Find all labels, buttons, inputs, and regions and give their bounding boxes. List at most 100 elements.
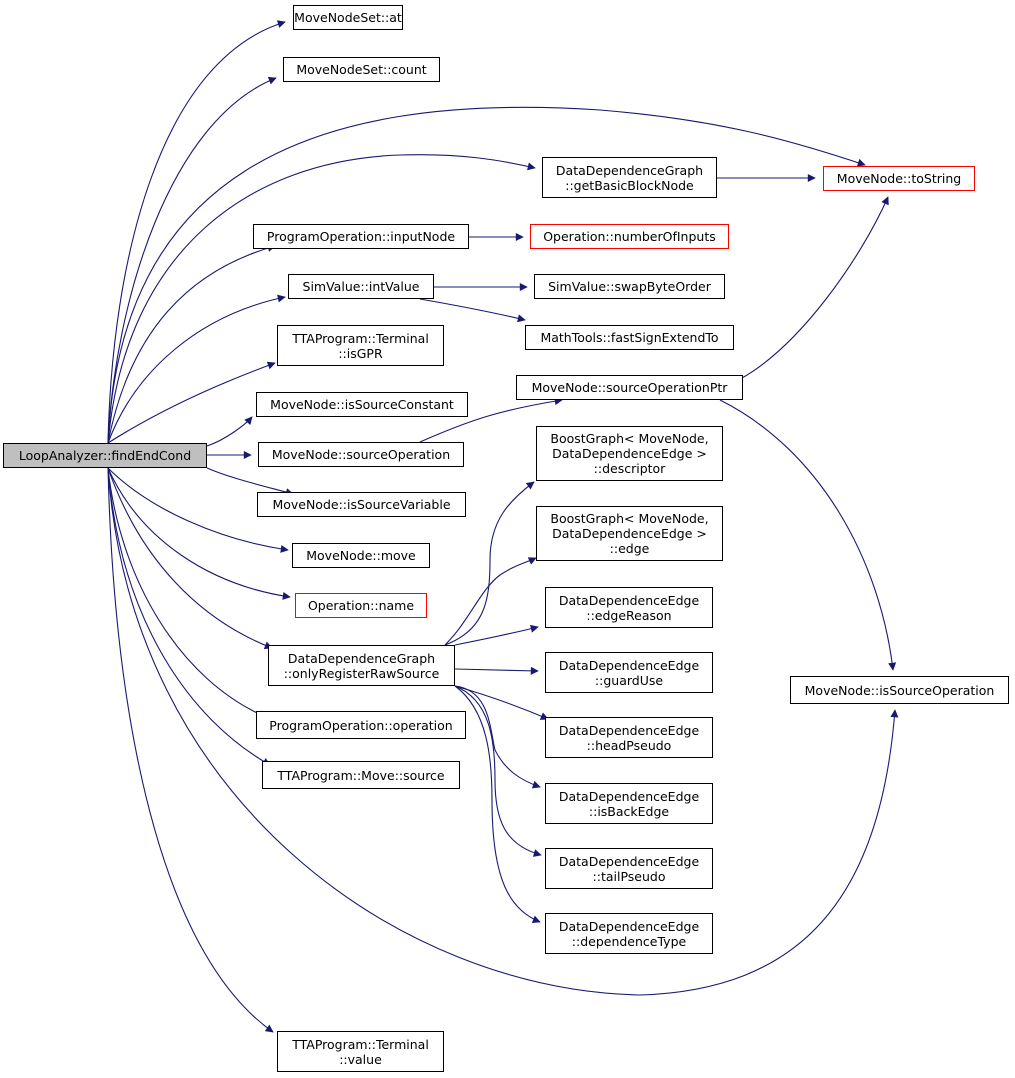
node-label: ::getBasicBlockNode bbox=[565, 177, 694, 193]
node-dde-edgereason[interactable]: DataDependenceEdge::edgeReason bbox=[545, 587, 713, 628]
node-terminal-value[interactable]: TTAProgram::Terminal::value bbox=[277, 1031, 444, 1072]
edge-ddg_onlyreg-to-dde_head bbox=[454, 685, 549, 720]
node-label: MoveNode::move bbox=[306, 548, 416, 563]
node-move-source[interactable]: TTAProgram::Move::source bbox=[262, 761, 460, 789]
node-label: ::isGPR bbox=[338, 345, 383, 361]
node-label: DataDependenceEdge bbox=[558, 853, 700, 869]
node-movenode-issourceoperation[interactable]: MoveNode::isSourceOperation bbox=[790, 676, 1009, 704]
node-dde-dependencetype[interactable]: DataDependenceEdge::dependenceType bbox=[545, 913, 713, 954]
node-label: ::descriptor bbox=[593, 461, 666, 476]
edge-root-to-term_value bbox=[107, 467, 274, 1033]
edge-ddg_onlyreg-to-dde_tail bbox=[454, 685, 542, 857]
node-label: MoveNode::toString bbox=[836, 171, 962, 186]
edge-ddg_onlyreg-to-dde_back bbox=[454, 685, 541, 789]
node-dde-guarduse[interactable]: DataDependenceEdge::guardUse bbox=[545, 652, 713, 693]
node-label: LoopAnalyzer::findEndCond bbox=[18, 448, 192, 463]
node-label: MoveNode::isSourceConstant bbox=[270, 397, 454, 412]
node-label: ::dependenceType bbox=[571, 933, 687, 949]
edge-root-to-move_source bbox=[107, 467, 271, 766]
node-label: SimValue::swapByteOrder bbox=[548, 279, 711, 294]
node-label: BoostGraph< MoveNode, bbox=[550, 431, 709, 446]
node-label: MoveNodeSet::count bbox=[296, 62, 427, 77]
node-ddg-onlyregisterrawsource[interactable]: DataDependenceGraph::onlyRegisterRawSour… bbox=[268, 645, 455, 686]
node-terminal-isgpr[interactable]: TTAProgram::Terminal::isGPR bbox=[277, 325, 444, 366]
edge-root-to-ddg_getbb bbox=[107, 154, 536, 444]
node-label: ::tailPseudo bbox=[592, 868, 666, 884]
node-movenodeset-count[interactable]: MoveNodeSet::count bbox=[283, 57, 440, 82]
node-movenode-tostring[interactable]: MoveNode::toString bbox=[823, 166, 975, 191]
node-label: ::isBackEdge bbox=[588, 803, 670, 819]
node-simvalue-swapbyteorder[interactable]: SimValue::swapByteOrder bbox=[534, 274, 725, 299]
node-label: MoveNode::isSourceOperation bbox=[804, 682, 995, 698]
edge-root-to-mns_count bbox=[107, 76, 277, 444]
node-label: Operation::numberOfInputs bbox=[543, 229, 716, 244]
node-label: MoveNode::sourceOperation bbox=[271, 447, 451, 462]
node-movenode-move[interactable]: MoveNode::move bbox=[292, 543, 430, 568]
edge-root-to-term_isgpr bbox=[107, 361, 276, 444]
edge-ddg_onlyreg-to-bg_desc bbox=[444, 481, 535, 646]
node-loopanalyzer-findendcond: LoopAnalyzer::findEndCond bbox=[3, 443, 207, 468]
node-label: DataDependenceEdge bbox=[558, 788, 700, 804]
node-label: MoveNode::sourceOperationPtr bbox=[531, 380, 728, 395]
node-label: ProgramOperation::inputNode bbox=[266, 229, 456, 244]
node-label: DataDependenceEdge > bbox=[552, 526, 707, 541]
node-dde-tailpseudo[interactable]: DataDependenceEdge::tailPseudo bbox=[545, 848, 713, 889]
node-label: ::onlyRegisterRawSource bbox=[283, 665, 440, 681]
edge-root-to-mn_issrcconst bbox=[206, 416, 253, 447]
edge-root-to-ddg_onlyreg bbox=[107, 467, 273, 650]
node-label: BoostGraph< MoveNode, bbox=[550, 511, 709, 526]
node-label: SimValue::intValue bbox=[302, 279, 420, 294]
edge-root-to-mn_issrcvar bbox=[206, 467, 294, 496]
node-dde-isbackedge[interactable]: DataDependenceEdge::isBackEdge bbox=[545, 783, 713, 824]
node-label: ::edge bbox=[609, 541, 650, 556]
node-boostgraph-descriptor[interactable]: BoostGraph< MoveNode,DataDependenceEdge … bbox=[536, 426, 723, 481]
node-label: Operation::name bbox=[307, 598, 415, 613]
node-label: MoveNode::isSourceVariable bbox=[272, 497, 451, 512]
node-label: DataDependenceGraph bbox=[555, 162, 704, 178]
node-label: MoveNodeSet::at bbox=[294, 10, 402, 25]
node-dde-headpseudo[interactable]: DataDependenceEdge::headPseudo bbox=[545, 717, 713, 758]
node-operation-name[interactable]: Operation::name bbox=[295, 593, 427, 618]
edge-ddg_onlyreg-to-dde_deptype bbox=[454, 685, 541, 924]
node-label: DataDependenceEdge bbox=[558, 592, 700, 608]
node-movenode-issourceconstant[interactable]: MoveNode::isSourceConstant bbox=[256, 392, 468, 417]
node-movenode-sourceoperation[interactable]: MoveNode::sourceOperation bbox=[258, 442, 464, 467]
edge-ddg_onlyreg-to-dde_reason bbox=[454, 624, 539, 646]
edge-root-to-mn_move bbox=[107, 467, 289, 553]
edge-sv_int-to-mt_fast bbox=[419, 298, 526, 323]
node-label: TTAProgram::Terminal bbox=[292, 1036, 429, 1052]
node-mathtools-fastsignextendto[interactable]: MathTools::fastSignExtendTo bbox=[525, 325, 734, 350]
edge-root-to-op_name bbox=[107, 467, 291, 600]
node-label: MathTools::fastSignExtendTo bbox=[540, 330, 719, 345]
node-label: ::headPseudo bbox=[586, 737, 672, 753]
node-label: DataDependenceGraph bbox=[287, 650, 436, 666]
node-label: ::guardUse bbox=[594, 672, 664, 688]
node-label: TTAProgram::Terminal bbox=[292, 330, 429, 346]
edge-mn_srcopptr-to-mn_tostring bbox=[741, 196, 889, 379]
node-operation-numberofinputs[interactable]: Operation::numberOfInputs bbox=[530, 224, 729, 249]
node-movenode-sourceoperationptr[interactable]: MoveNode::sourceOperationPtr bbox=[516, 375, 743, 400]
node-label: DataDependenceEdge bbox=[558, 722, 700, 738]
node-ddg-getbasicblocknode[interactable]: DataDependenceGraph::getBasicBlockNode bbox=[542, 157, 717, 198]
edge-root-to-mn_issrcop bbox=[107, 467, 899, 996]
node-movenodeset-at[interactable]: MoveNodeSet::at bbox=[293, 5, 403, 30]
node-label: DataDependenceEdge bbox=[558, 657, 700, 673]
node-label: TTAProgram::Move::source bbox=[277, 767, 445, 783]
node-label: DataDependenceEdge bbox=[558, 918, 700, 934]
edge-ddg_onlyreg-to-dde_guard bbox=[454, 666, 539, 675]
edge-mn_srcopptr-to-mn_issrcop bbox=[719, 399, 897, 671]
node-movenode-issourcevariable[interactable]: MoveNode::isSourceVariable bbox=[257, 492, 466, 517]
edge-root-to-mns_at bbox=[107, 20, 286, 444]
node-programoperation-operation[interactable]: ProgramOperation::operation bbox=[256, 711, 466, 739]
node-simvalue-intvalue[interactable]: SimValue::intValue bbox=[288, 274, 434, 299]
edge-root-to-mn_tostring bbox=[107, 106, 866, 444]
edge-root-to-po_input bbox=[107, 244, 276, 444]
edge-ddg_onlyreg-to-bg_edge bbox=[444, 557, 537, 646]
node-label: DataDependenceEdge > bbox=[552, 446, 707, 461]
edge-mn_srcop-to-mn_srcopptr bbox=[419, 397, 563, 443]
node-programoperation-inputnode[interactable]: ProgramOperation::inputNode bbox=[253, 224, 469, 249]
edge-root-to-po_operation bbox=[107, 467, 267, 718]
node-boostgraph-edge[interactable]: BoostGraph< MoveNode,DataDependenceEdge … bbox=[536, 506, 723, 561]
